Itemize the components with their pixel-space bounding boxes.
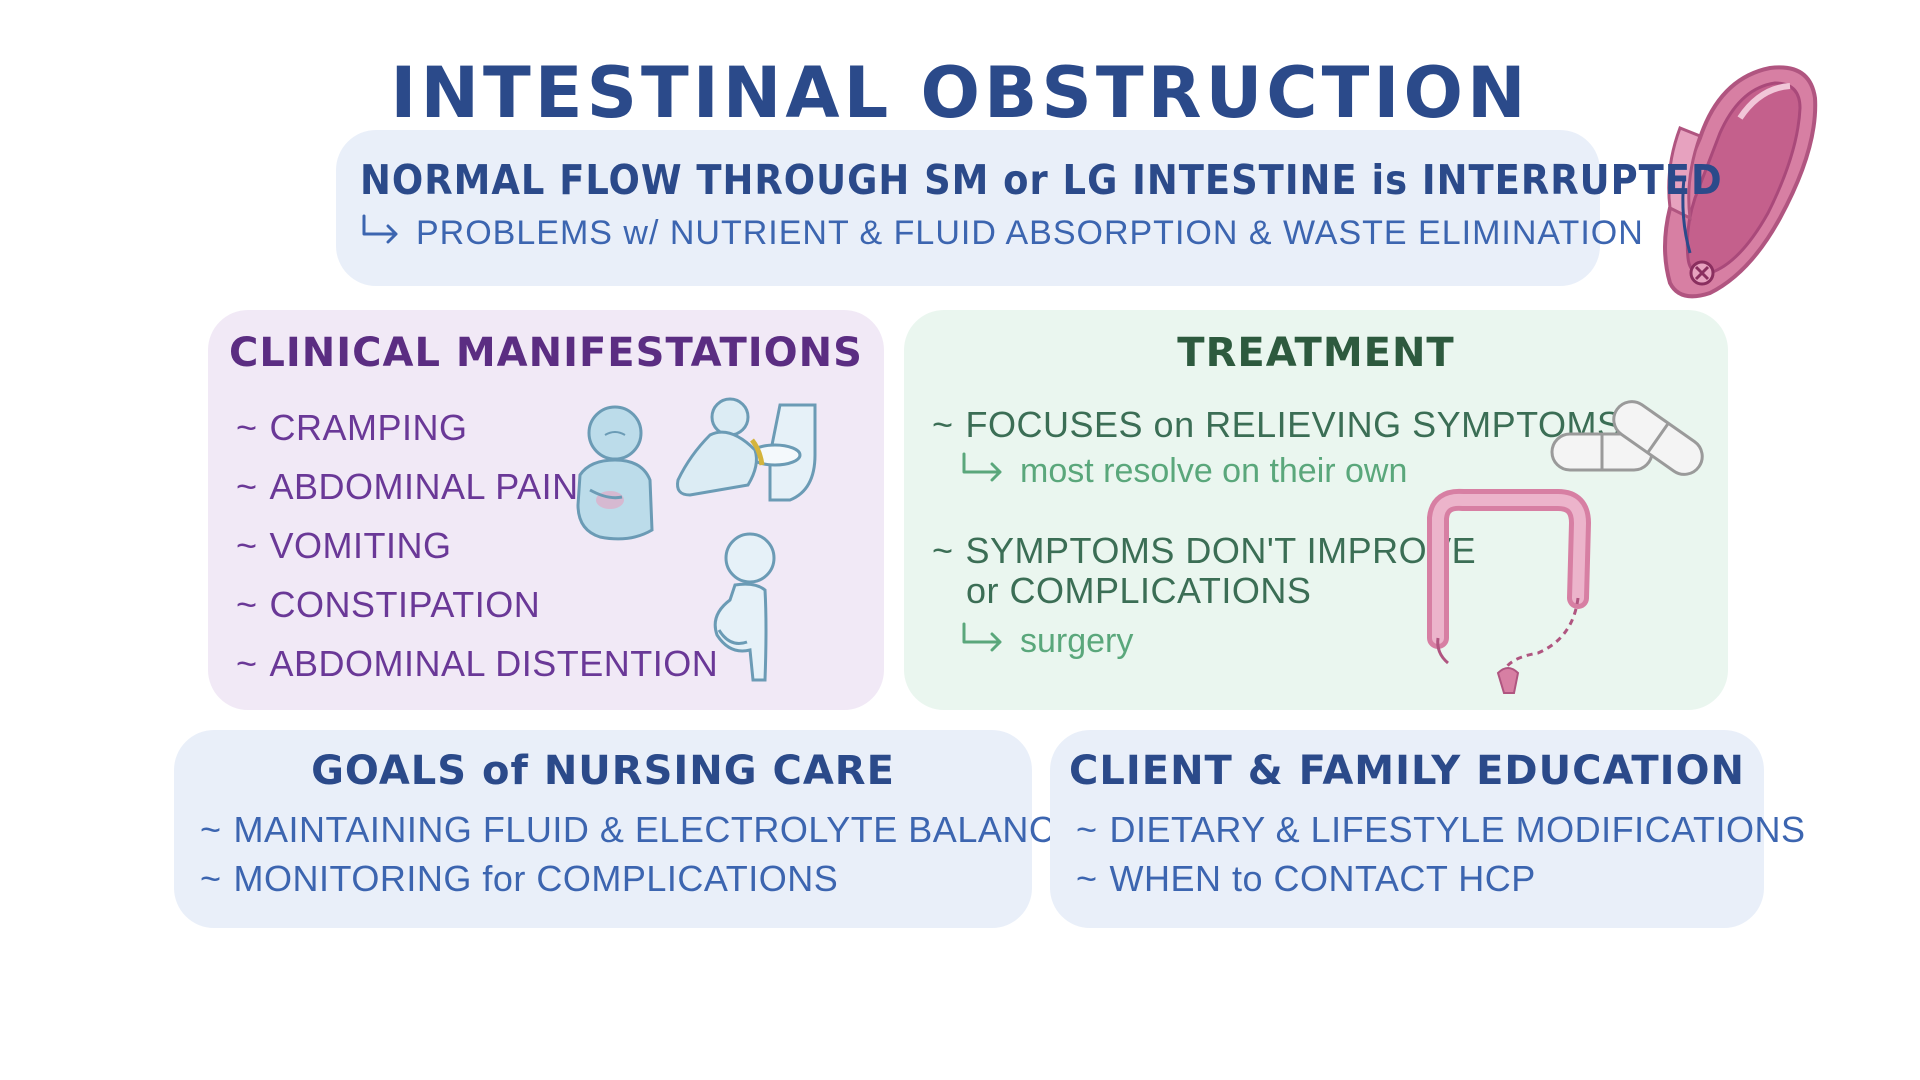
treatment-item-1-sub: most resolve on their own bbox=[960, 452, 1407, 491]
clinical-manifestations-list: ~CRAMPING ~ABDOMINAL PAIN ~VOMITING ~CON… bbox=[236, 402, 718, 697]
definition-subtext: PROBLEMS w/ NUTRIENT & FLUID ABSORPTION … bbox=[360, 214, 1644, 253]
education-panel bbox=[1050, 730, 1764, 928]
intestine-obstruction-icon bbox=[1663, 65, 1818, 299]
clinical-manifestations-panel bbox=[208, 310, 884, 710]
cramping-person-icon bbox=[576, 405, 654, 541]
list-item: ~ABDOMINAL DISTENTION bbox=[236, 643, 719, 684]
definition-text: NORMAL FLOW THROUGH SM or LG INTESTINE i… bbox=[360, 156, 1723, 204]
treatment-panel bbox=[904, 310, 1728, 710]
list-item: ~MONITORING for COMPLICATIONS bbox=[200, 858, 839, 899]
page-title: INTESTINAL OBSTRUCTION bbox=[390, 52, 1530, 134]
pills-icon bbox=[1550, 400, 1704, 476]
large-intestine-icon bbox=[1427, 488, 1592, 694]
list-item: ~MAINTAINING FLUID & ELECTROLYTE BALANCE bbox=[200, 809, 1080, 850]
definition-consequence: PROBLEMS w/ NUTRIENT & FLUID ABSORPTION … bbox=[416, 214, 1644, 252]
clinical-manifestations-title: CLINICAL MANIFESTATIONS bbox=[229, 330, 863, 376]
return-arrow-icon bbox=[960, 452, 1006, 491]
return-arrow-icon bbox=[960, 622, 1006, 661]
education-list: ~DIETARY & LIFESTYLE MODIFICATIONS ~WHEN… bbox=[1076, 805, 1806, 903]
goals-panel bbox=[174, 730, 1032, 928]
list-item: ~VOMITING bbox=[236, 525, 452, 566]
education-title: CLIENT & FAMILY EDUCATION bbox=[1069, 748, 1745, 794]
treatment-title: TREATMENT bbox=[1177, 330, 1455, 376]
treatment-item-2-sub: surgery bbox=[960, 622, 1133, 661]
list-item: ~ABDOMINAL PAIN bbox=[236, 466, 579, 507]
return-arrow-icon bbox=[360, 214, 402, 253]
goals-title: GOALS of NURSING CARE bbox=[311, 748, 895, 794]
list-item: ~CRAMPING bbox=[236, 407, 468, 448]
list-item: ~CONSTIPATION bbox=[236, 584, 541, 625]
goals-list: ~MAINTAINING FLUID & ELECTROLYTE BALANCE… bbox=[200, 805, 1080, 903]
distended-person-icon bbox=[713, 532, 776, 682]
list-item: ~WHEN to CONTACT HCP bbox=[1076, 858, 1536, 899]
definition-box bbox=[336, 130, 1600, 286]
list-item: ~DIETARY & LIFESTYLE MODIFICATIONS bbox=[1076, 809, 1806, 850]
treatment-item-1: ~FOCUSES on RELIEVING SYMPTOMS bbox=[932, 404, 1622, 445]
treatment-item-2-line2: or COMPLICATIONS bbox=[966, 570, 1312, 611]
treatment-item-2: ~SYMPTOMS DON'T IMPROVE bbox=[932, 530, 1477, 571]
vomiting-person-icon bbox=[676, 397, 817, 502]
